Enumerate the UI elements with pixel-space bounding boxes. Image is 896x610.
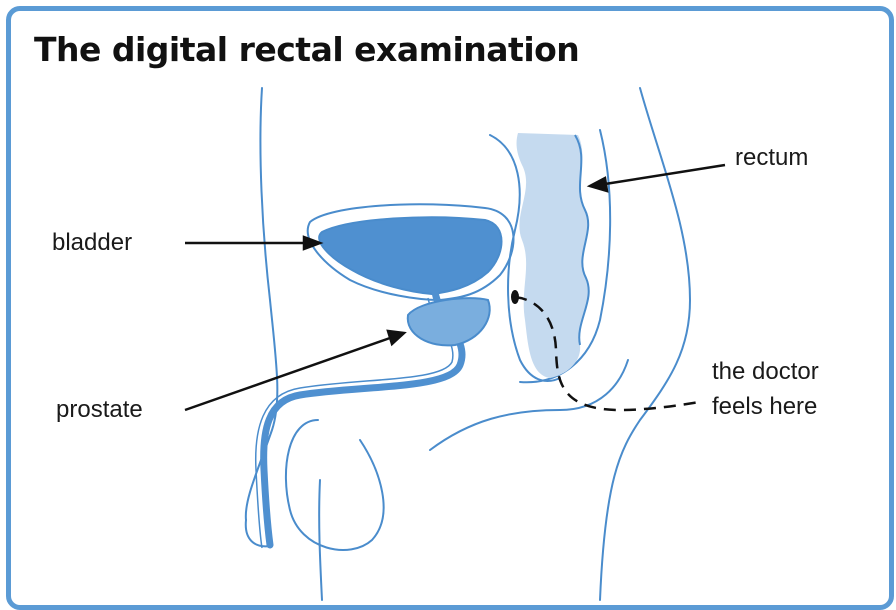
bladder-shape (319, 217, 501, 294)
prostate-arrowhead (388, 331, 404, 344)
bladder-arrowhead (304, 237, 320, 249)
label-bladder: bladder (52, 228, 132, 258)
prostate-shape (408, 298, 490, 345)
label-rectum: rectum (735, 143, 808, 173)
thigh-outline (286, 420, 384, 550)
label-doctor-line2: feels here (712, 392, 817, 422)
leg-outline (319, 480, 322, 600)
label-prostate: prostate (56, 395, 143, 425)
rectum-shape (517, 133, 589, 378)
label-doctor-line1: the doctor (712, 357, 819, 387)
rectum-arrowhead (590, 178, 607, 191)
body-back-outline (600, 88, 690, 600)
